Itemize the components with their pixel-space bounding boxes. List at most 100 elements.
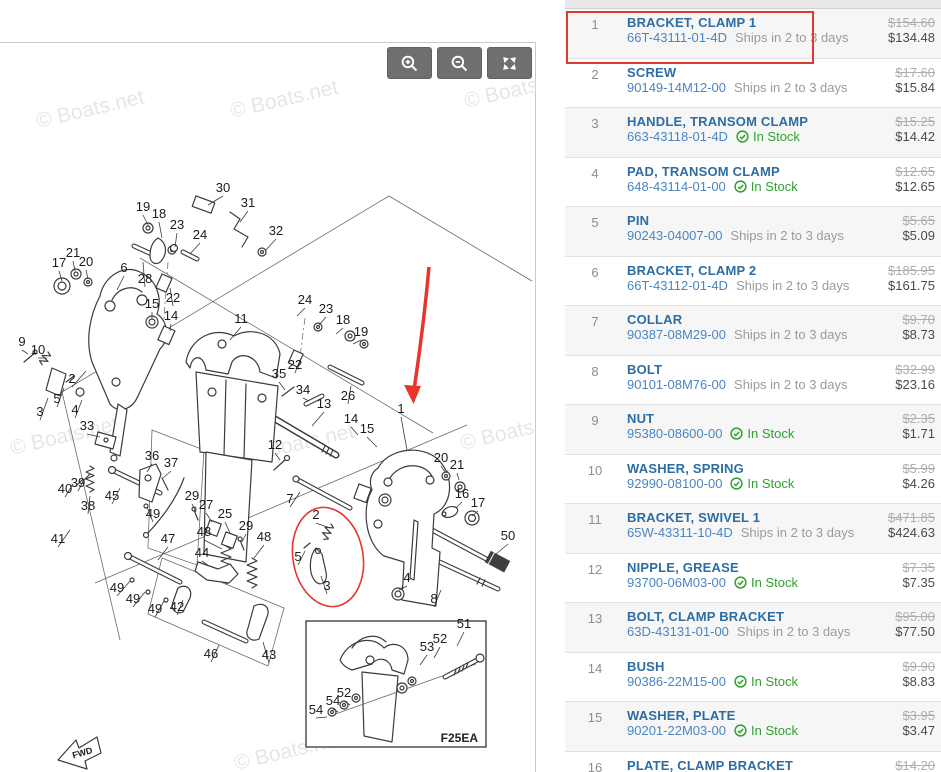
diagram-part-label[interactable]: 8 xyxy=(430,591,437,606)
diagram-part-label[interactable]: 24 xyxy=(193,227,207,242)
part-number-link[interactable]: 90201-22M03-00 xyxy=(627,723,727,738)
diagram-part-label[interactable]: 16 xyxy=(455,486,469,501)
part-number-link[interactable]: 93700-06M03-00 xyxy=(627,574,727,590)
diagram-part-label[interactable]: 3 xyxy=(323,578,330,593)
diagram-part-label[interactable]: 17 xyxy=(52,255,66,270)
zoom-in-button[interactable] xyxy=(387,47,432,79)
diagram-part-label[interactable]: 13 xyxy=(317,396,331,411)
diagram-part-label[interactable]: 23 xyxy=(170,217,184,232)
part-name-link[interactable]: PLATE, CLAMP BRACKET xyxy=(627,757,794,772)
diagram-part-label[interactable]: 49 xyxy=(148,601,162,616)
diagram-part-label[interactable]: 15 xyxy=(360,421,374,436)
diagram-part-label[interactable]: 21 xyxy=(450,457,464,472)
diagram-part-label[interactable]: 2 xyxy=(68,371,75,386)
part-name-link[interactable]: PIN xyxy=(627,213,650,228)
diagram-part-label[interactable]: 17 xyxy=(471,495,485,510)
part-number-link[interactable]: 63D-43131-01-00 xyxy=(627,624,729,639)
part-number-link[interactable]: 90101-08M76-00 xyxy=(627,376,727,392)
diagram-part-label[interactable]: 36 xyxy=(145,448,159,463)
diagram-part-label[interactable]: 35 xyxy=(272,366,286,381)
diagram-part-label[interactable]: 54 xyxy=(326,693,340,708)
diagram-part-label[interactable]: 52 xyxy=(337,685,351,700)
diagram-part-label[interactable]: 28 xyxy=(138,271,152,286)
part-number-link[interactable]: 90243-04007-00 xyxy=(627,228,723,243)
diagram-part-label[interactable]: 49 xyxy=(126,591,140,606)
part-number-link[interactable]: 92990-08100-00 xyxy=(627,475,723,491)
diagram-part-label[interactable]: 4 xyxy=(71,402,78,417)
part-name-link[interactable]: SCREW xyxy=(627,64,677,80)
diagram-part-label[interactable]: 3 xyxy=(36,404,43,419)
diagram-part-label[interactable]: 21 xyxy=(66,245,80,260)
zoom-out-button[interactable] xyxy=(437,47,482,79)
part-number-link[interactable]: 648-43114-01-00 xyxy=(627,178,726,194)
part-number-link[interactable]: 66T-43112-01-4D xyxy=(627,277,728,293)
diagram-part-label[interactable]: 38 xyxy=(81,498,95,513)
diagram-part-label[interactable]: 33 xyxy=(80,418,94,433)
diagram-part-label[interactable]: 12 xyxy=(268,437,282,452)
diagram-part-label[interactable]: 26 xyxy=(341,388,355,403)
diagram-part-label[interactable]: 31 xyxy=(241,195,255,210)
diagram-part-label[interactable]: 46 xyxy=(204,646,218,661)
part-name-link[interactable]: PAD, TRANSOM CLAMP xyxy=(627,163,780,179)
fullscreen-button[interactable] xyxy=(487,47,532,79)
diagram-part-label[interactable]: 30 xyxy=(216,180,230,195)
diagram-part-label[interactable]: 7 xyxy=(286,491,293,506)
diagram-part-label[interactable]: 22 xyxy=(166,290,180,305)
diagram-part-label[interactable]: 27 xyxy=(199,497,213,512)
diagram-part-label[interactable]: 15 xyxy=(145,296,159,311)
diagram-part-label[interactable]: 32 xyxy=(269,223,283,238)
part-number-link[interactable]: 90386-22M15-00 xyxy=(627,673,727,689)
diagram-part-label[interactable]: 24 xyxy=(298,292,312,307)
diagram-part-label[interactable]: 49 xyxy=(110,580,124,595)
diagram-part-label[interactable]: 41 xyxy=(51,531,65,546)
diagram-part-label[interactable]: 48 xyxy=(197,524,211,539)
part-name-link[interactable]: HANDLE, TRANSOM CLAMP xyxy=(627,114,809,129)
diagram-part-label[interactable]: 54 xyxy=(309,702,323,717)
part-name-link[interactable]: BUSH xyxy=(627,658,665,674)
diagram-part-label[interactable]: 19 xyxy=(354,324,368,339)
diagram-part-label[interactable]: 4 xyxy=(403,570,410,585)
diagram-part-label[interactable]: 14 xyxy=(344,411,358,426)
diagram-part-label[interactable]: 34 xyxy=(296,382,310,397)
diagram-part-label[interactable]: 50 xyxy=(501,528,515,543)
part-name-link[interactable]: COLLAR xyxy=(627,312,683,327)
diagram-part-label[interactable]: 11 xyxy=(234,311,248,326)
diagram-part-label[interactable]: 18 xyxy=(152,206,166,221)
diagram-part-label[interactable]: 49 xyxy=(146,506,160,521)
diagram-part-label[interactable]: 44 xyxy=(195,545,209,560)
diagram-part-label[interactable]: 23 xyxy=(319,301,333,316)
diagram-part-label[interactable]: 42 xyxy=(170,599,184,614)
diagram-part-label[interactable]: 39 xyxy=(71,475,85,490)
diagram-part-label[interactable]: 29 xyxy=(185,488,199,503)
diagram-part-label[interactable]: 18 xyxy=(336,312,350,327)
diagram-part-label[interactable]: 53 xyxy=(420,639,434,654)
diagram-part-label[interactable]: 52 xyxy=(433,631,447,646)
diagram-part-label[interactable]: 47 xyxy=(161,531,175,546)
diagram-part-label[interactable]: 43 xyxy=(262,647,276,662)
parts-diagram[interactable]: © Boats.net© Boats.net© Boats.net© Boats… xyxy=(0,0,536,772)
part-number-link[interactable]: 66T-43111-01-4D xyxy=(627,30,727,45)
part-number-link[interactable]: 65W-43311-10-4D xyxy=(627,525,733,540)
part-name-link[interactable]: BRACKET, CLAMP 1 xyxy=(627,15,757,30)
part-name-link[interactable]: BRACKET, SWIVEL 1 xyxy=(627,510,761,525)
diagram-part-label[interactable]: 45 xyxy=(105,488,119,503)
part-name-link[interactable]: NUT xyxy=(627,411,655,426)
diagram-part-label[interactable]: 14 xyxy=(164,308,178,323)
part-name-link[interactable]: WASHER, SPRING xyxy=(627,460,744,476)
part-name-link[interactable]: BOLT, CLAMP BRACKET xyxy=(627,609,785,624)
diagram-part-label[interactable]: 9 xyxy=(18,334,25,349)
part-number-link[interactable]: 95380-08600-00 xyxy=(627,426,723,441)
part-number-link[interactable]: 90149-14M12-00 xyxy=(627,79,727,95)
